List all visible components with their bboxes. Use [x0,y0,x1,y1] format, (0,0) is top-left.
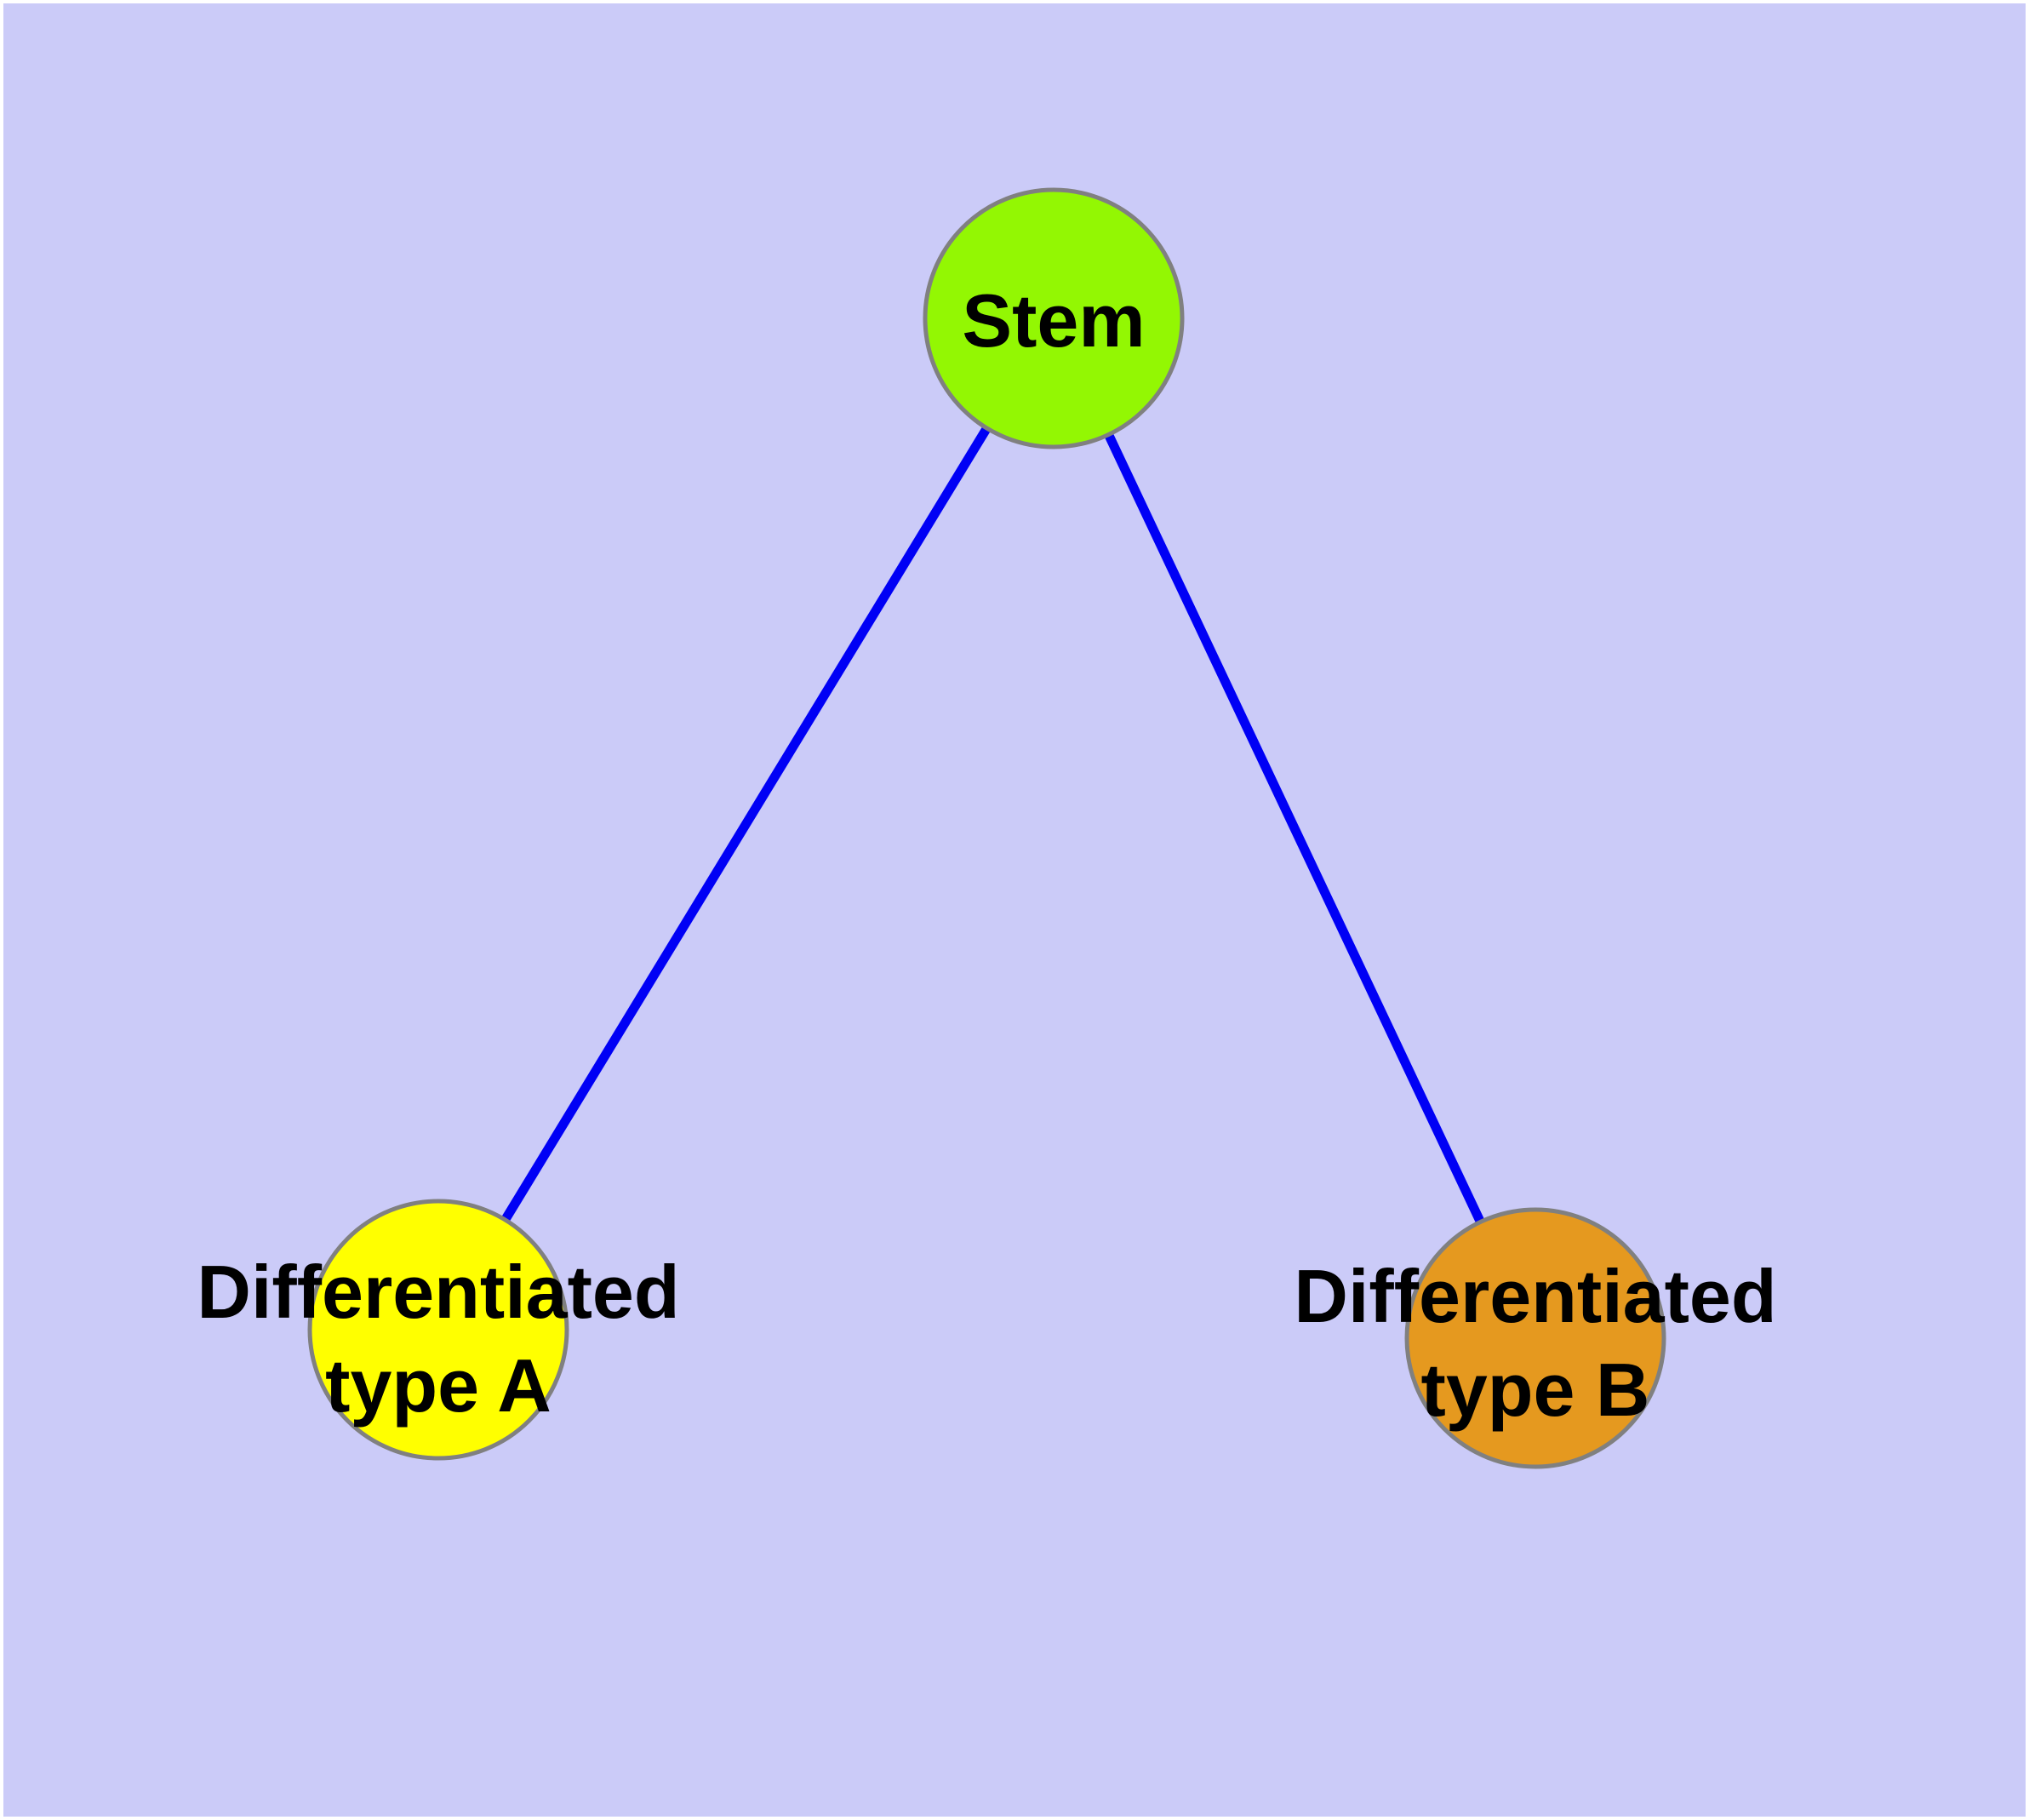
node-type-a-circle [307,1199,569,1461]
node-type-a-label: Differentiated type A [197,1250,680,1428]
node-stem-label: Stem [962,278,1146,363]
node-type-b-label: Differentiated type B [1294,1254,1777,1432]
graph-canvas [3,3,2026,1817]
node-stem-circle [923,187,1185,449]
edge-stem-to-type-b [1049,316,1540,1341]
edge-stem-to-type-a [434,316,1058,1332]
node-type-b-circle [1404,1207,1666,1469]
